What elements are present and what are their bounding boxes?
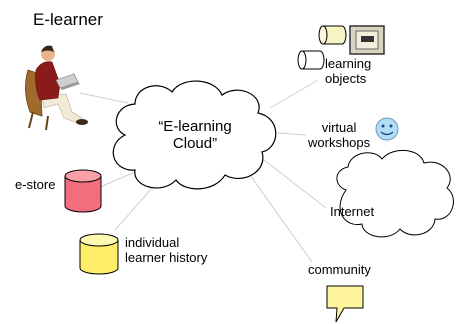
speech-bubble-icon <box>326 285 364 323</box>
learner-history-line2: learner history <box>125 249 208 265</box>
smiley-face-icon <box>375 117 399 141</box>
internet-label: Internet <box>330 204 375 219</box>
e-learning-cloud <box>112 80 277 190</box>
virtual-workshops-label: virtual workshops <box>308 120 371 151</box>
learning-objects-line2: objects <box>325 70 367 86</box>
learning-objects-line1: learning <box>325 56 372 71</box>
link-objects <box>269 79 319 109</box>
link-workshops <box>277 132 307 136</box>
link-community <box>249 174 313 263</box>
virtual-workshops-line2: workshops <box>308 134 371 150</box>
cloud-label-line1: “E-learning <box>158 118 232 135</box>
cloud-label-line2: Cloud” <box>172 135 218 153</box>
learning-objects-icon <box>297 25 385 70</box>
learner-history-line1: individual <box>125 235 180 250</box>
learner-history-label: individual learner history <box>125 235 208 266</box>
learning-objects-label: learning objects <box>325 56 372 87</box>
estore-database-icon <box>64 169 102 213</box>
link-estore <box>99 169 141 188</box>
link-internet <box>263 159 327 209</box>
connector-lines <box>79 79 327 263</box>
learner-history-database-icon <box>79 233 119 275</box>
learner-person-icon <box>25 45 88 131</box>
virtual-workshops-line1: virtual <box>321 120 357 135</box>
page-title: E-learner <box>33 10 103 29</box>
community-label: community <box>308 262 371 277</box>
link-learner <box>79 92 129 104</box>
estore-label: e-store <box>15 177 56 192</box>
internet-cloud-icon <box>336 150 454 238</box>
link-history <box>114 187 153 231</box>
cloud-label: “E-learning Cloud” <box>140 118 250 153</box>
